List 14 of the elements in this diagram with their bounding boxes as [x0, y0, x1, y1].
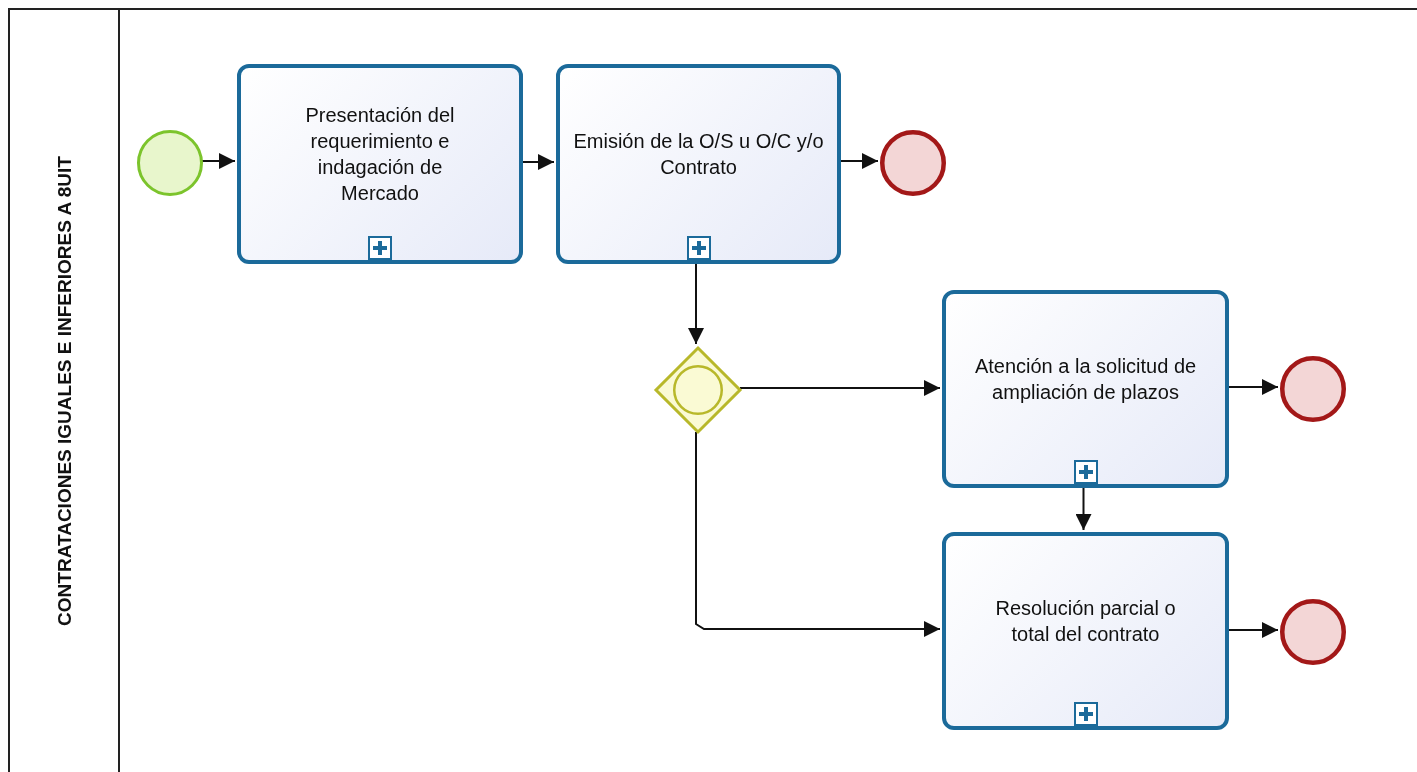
subprocess-box	[237, 64, 523, 264]
task-label: Presentación del requerimiento e indagación de Mercado	[304, 103, 456, 206]
task-label: Resolución parcial o total del contrato	[994, 596, 1177, 647]
sequence-arrow	[695, 431, 941, 637]
sequence-arrow	[688, 261, 704, 345]
subprocess-box	[942, 532, 1229, 730]
pool-frame	[8, 8, 1417, 772]
lane-label: CONTRATACIONES IGUALES E INFERIORES A 8UIT	[54, 156, 76, 626]
task-label: Emisión de la O/S u O/C y/o Contrato	[572, 129, 825, 180]
sequence-arrow	[739, 380, 941, 396]
subprocess-box	[556, 64, 841, 264]
task-label: Atención a la solicitud de ampliación de plazos	[973, 354, 1198, 405]
sequence-arrow	[1075, 485, 1092, 531]
subprocess-box	[942, 290, 1229, 488]
